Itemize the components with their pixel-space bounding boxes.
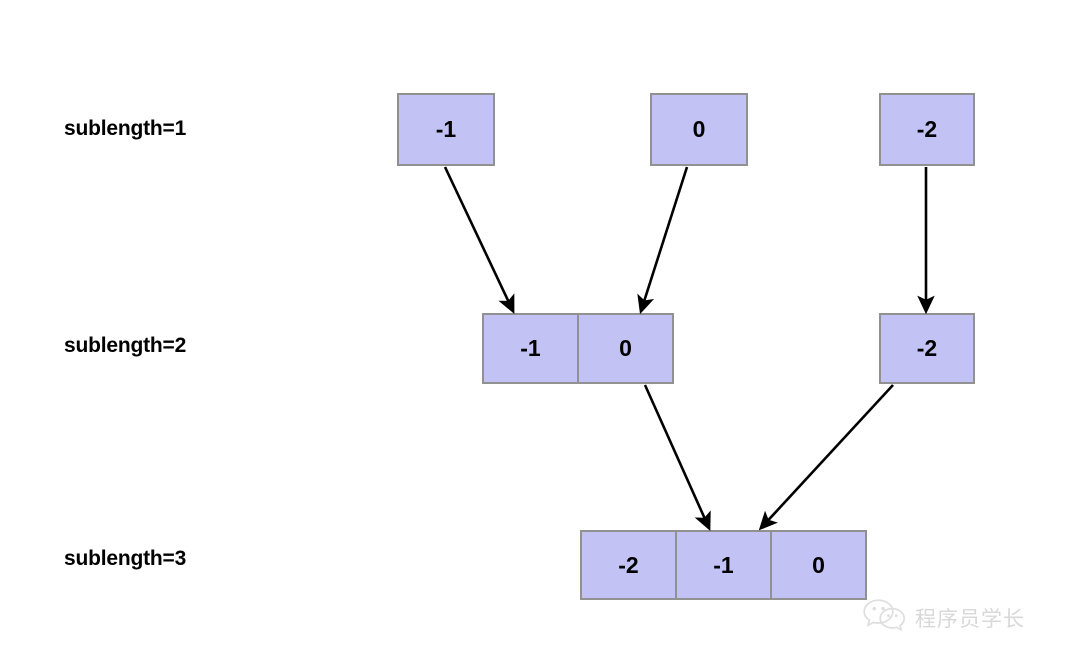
cell-value: -1 [675,530,772,600]
row2-group-1: -1 0 [482,313,674,384]
cell-value: -1 [397,93,495,166]
row-label-sublength-1: sublength=1 [64,117,187,140]
row3-group-1: -2 -1 0 [580,530,867,600]
arrow-0-to-row2 [637,166,689,315]
cell-value: 0 [577,313,674,384]
row-label-sublength-2: sublength=2 [64,334,187,357]
row1-group-3: -2 [879,93,975,166]
watermark: 程序员学长 [862,596,1025,639]
row1-group-1: -1 [397,93,495,166]
arrow-row2right-to-row3 [758,384,894,531]
cell-value: -2 [580,530,677,600]
cell-value: -2 [879,93,975,166]
cell-value: 0 [650,93,748,166]
row1-group-2: 0 [650,93,748,166]
arrow-neg1-to-row2 [443,166,515,314]
row2-group-2: -2 [879,313,975,384]
arrow-row2left-to-row3 [643,384,711,531]
cell-value: -2 [879,313,975,384]
cell-value: -1 [482,313,579,384]
row-label-sublength-3: sublength=3 [64,547,187,570]
wechat-icon [862,596,906,639]
cell-value: 0 [770,530,867,600]
watermark-text: 程序员学长 [915,607,1025,631]
